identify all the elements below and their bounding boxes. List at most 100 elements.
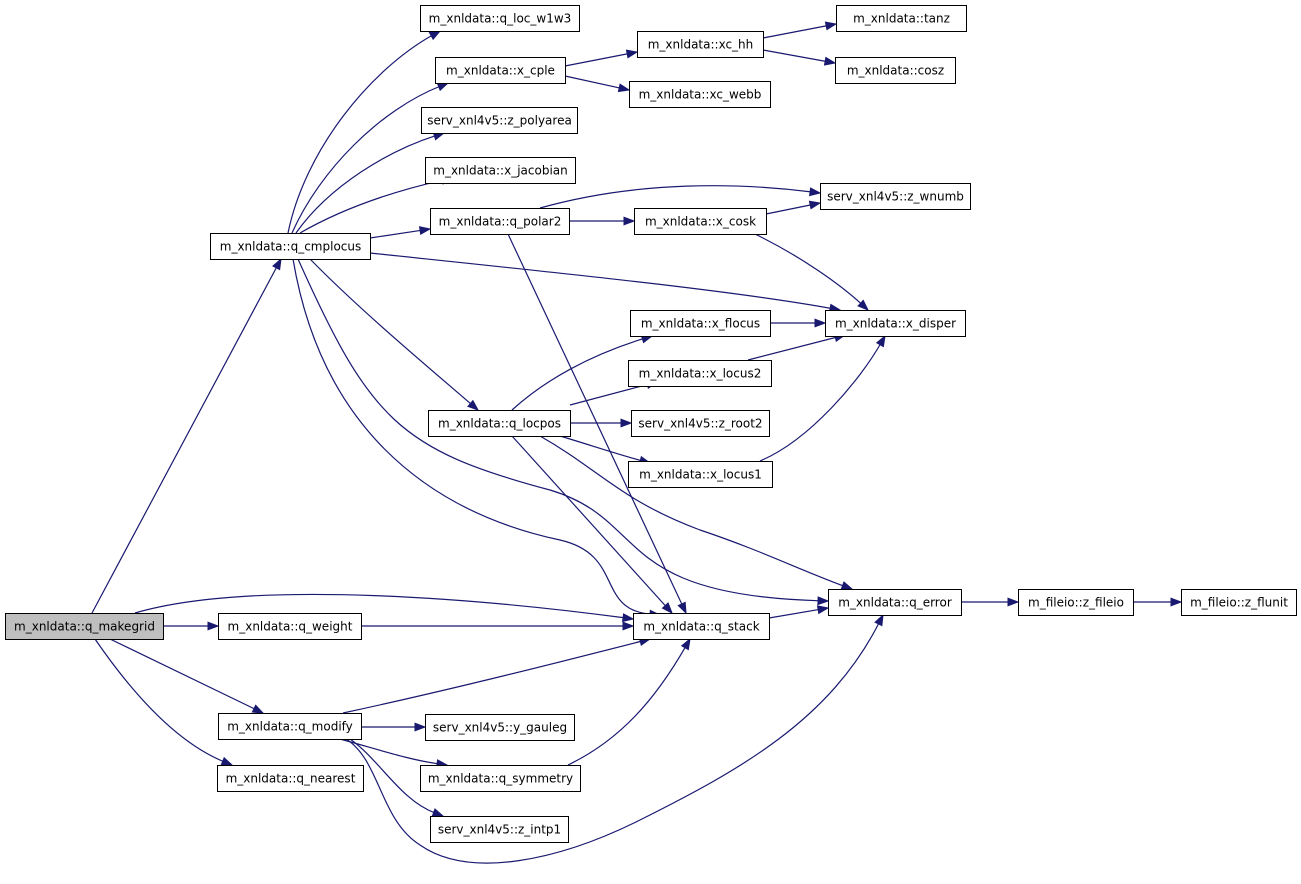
node-box[interactable] [820, 183, 971, 210]
node-box[interactable] [628, 360, 772, 387]
arrowhead [823, 56, 837, 66]
node-box[interactable] [628, 461, 773, 488]
arrowhead [207, 621, 220, 631]
edge-line [762, 24, 829, 39]
edge-xc_hh-to-tanz [762, 21, 838, 39]
node-q_error[interactable]: m_xnldata::q_error [828, 589, 962, 616]
node-label: m_xnldata::q_cmplocus [220, 240, 362, 254]
edge-line [559, 435, 643, 462]
arrowhead [840, 581, 854, 590]
edge-line [768, 608, 821, 619]
edge-line [369, 229, 423, 239]
node-q_nearest[interactable]: m_xnldata::q_nearest [217, 765, 364, 792]
node-box[interactable] [630, 310, 771, 337]
node-q_cmplocus[interactable]: m_xnldata::q_cmplocus [210, 233, 371, 260]
edge-line [339, 738, 440, 765]
node-box[interactable] [629, 81, 771, 108]
arrowhead [251, 704, 265, 714]
arrowhead [272, 257, 282, 271]
edge-q_polar2-to-q_stack [507, 233, 687, 615]
node-x_disper[interactable]: m_xnldata::x_disper [825, 310, 966, 337]
edge-line [507, 233, 684, 607]
node-x_locus1[interactable]: m_xnldata::x_locus1 [628, 461, 773, 488]
arrowhead [625, 49, 639, 59]
node-x_jacobian[interactable]: m_xnldata::x_jacobian [425, 157, 576, 184]
node-z_root2[interactable]: serv_xnl4v5::z_root2 [631, 410, 770, 437]
node-q_weight[interactable]: m_xnldata::q_weight [218, 613, 362, 640]
node-label: m_xnldata::q_makegrid [14, 620, 155, 634]
edge-line [564, 75, 622, 89]
node-z_flunit[interactable]: m_fileio::z_flunit [1181, 589, 1297, 616]
node-y_gauleg[interactable]: serv_xnl4v5::y_gauleg [425, 714, 575, 741]
node-x_cple[interactable]: m_xnldata::x_cple [435, 57, 566, 84]
node-box[interactable] [428, 410, 571, 437]
node-z_fileio[interactable]: m_fileio::z_fileio [1018, 589, 1134, 616]
node-box[interactable] [420, 765, 581, 792]
node-box[interactable] [825, 310, 966, 337]
node-box[interactable] [633, 613, 770, 640]
node-label: m_xnldata::q_nearest [226, 772, 356, 786]
edge-line [567, 645, 687, 766]
arrowhead [621, 613, 635, 623]
edge-x_cple-to-xc_hh [564, 49, 639, 67]
edge-q_makegrid-to-q_cmplocus [91, 257, 282, 614]
edge-line [297, 258, 821, 602]
node-box[interactable] [836, 5, 967, 32]
node-label: m_fileio::z_fileio [1028, 596, 1124, 610]
edge-z_fileio-to-z_flunit [1133, 597, 1183, 607]
node-q_loc_w1w3[interactable]: m_xnldata::q_loc_w1w3 [420, 5, 580, 32]
node-box[interactable] [425, 157, 576, 184]
node-box[interactable] [828, 589, 962, 616]
node-label: m_xnldata::x_locus2 [639, 367, 762, 381]
edge-line [309, 258, 473, 406]
node-xc_hh[interactable]: m_xnldata::xc_hh [637, 31, 764, 58]
edge-x_locus1-to-x_disper [759, 334, 886, 462]
node-box[interactable] [430, 208, 570, 235]
edge-x_locus2-to-x_disper [747, 333, 847, 361]
node-box[interactable] [421, 107, 578, 134]
arrowhead [617, 83, 631, 93]
node-box[interactable] [217, 765, 364, 792]
node-box[interactable] [218, 713, 362, 740]
node-box[interactable] [430, 816, 569, 843]
arrowhead [431, 808, 445, 817]
node-q_symmetry[interactable]: m_xnldata::q_symmetry [420, 765, 581, 792]
node-cosz[interactable]: m_xnldata::cosz [835, 57, 956, 84]
node-q_locpos[interactable]: m_xnldata::q_locpos [428, 410, 571, 437]
node-box[interactable] [425, 714, 575, 741]
node-q_makegrid[interactable]: m_xnldata::q_makegrid [5, 613, 164, 640]
node-box[interactable] [1018, 589, 1134, 616]
arrowhead [467, 399, 480, 411]
node-box[interactable] [631, 410, 770, 437]
node-x_flocus[interactable]: m_xnldata::x_flocus [630, 310, 771, 337]
node-box[interactable] [835, 57, 956, 84]
node-box[interactable] [1181, 589, 1297, 616]
edge-line [109, 638, 257, 711]
arrowhead [623, 216, 636, 226]
edge-line [292, 258, 653, 615]
node-q_stack[interactable]: m_xnldata::q_stack [633, 613, 770, 640]
node-box[interactable] [420, 5, 580, 32]
node-z_polyarea[interactable]: serv_xnl4v5::z_polyarea [421, 107, 578, 134]
node-box[interactable] [637, 31, 764, 58]
arrowhead [436, 82, 450, 92]
node-z_intp1[interactable]: serv_xnl4v5::z_intp1 [430, 816, 569, 843]
edge-line [295, 134, 437, 234]
node-box[interactable] [435, 57, 566, 84]
node-label: m_xnldata::q_loc_w1w3 [429, 12, 572, 26]
edge-q_modify-to-q_stack [342, 637, 652, 714]
node-box[interactable] [218, 613, 362, 640]
edge-q_modify-to-y_gauleg [361, 722, 427, 732]
node-box[interactable] [5, 613, 164, 640]
node-label: serv_xnl4v5::y_gauleg [433, 721, 567, 735]
node-z_wnumb[interactable]: serv_xnl4v5::z_wnumb [820, 183, 971, 210]
node-box[interactable] [634, 208, 767, 235]
node-q_polar2[interactable]: m_xnldata::q_polar2 [430, 208, 570, 235]
node-tanz[interactable]: m_xnldata::tanz [836, 5, 967, 32]
node-box[interactable] [210, 233, 371, 260]
node-xc_webb[interactable]: m_xnldata::xc_webb [629, 81, 771, 108]
node-label: m_xnldata::tanz [853, 12, 950, 26]
node-x_cosk[interactable]: m_xnldata::x_cosk [634, 208, 767, 235]
node-q_modify[interactable]: m_xnldata::q_modify [218, 713, 362, 740]
node-x_locus2[interactable]: m_xnldata::x_locus2 [628, 360, 772, 387]
